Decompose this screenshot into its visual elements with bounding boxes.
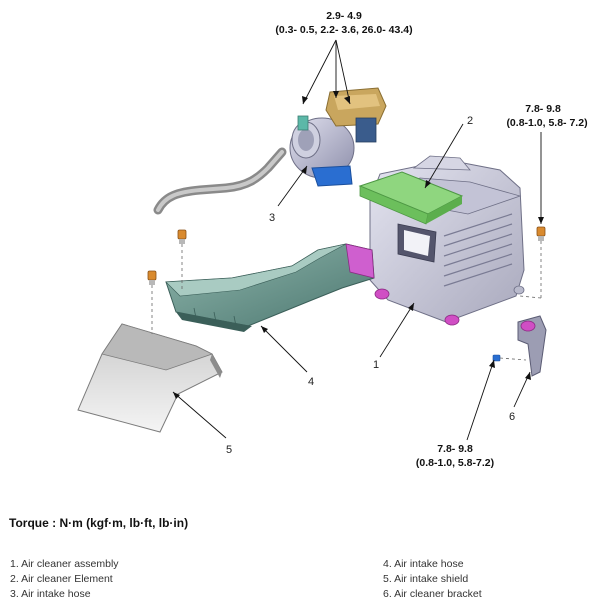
air-intake-shield (77, 323, 223, 433)
bolt-icon (177, 229, 187, 244)
throttle-body (289, 87, 387, 187)
legend-item: 1. Air cleaner assembly (10, 558, 119, 570)
callout-3: 3 (269, 212, 275, 224)
callout-6: 6 (509, 411, 515, 423)
parts-legend-left: 1. Air cleaner assembly 2. Air cleaner E… (10, 557, 119, 602)
callout-2: 2 (467, 115, 473, 127)
torque-label-cleaner-value: 7.8- 9.8 (525, 103, 561, 115)
air-cleaner-bracket (517, 315, 547, 377)
parts-legend-right: 4. Air intake hose 5. Air intake shield … (383, 557, 482, 602)
bolt-icon (536, 226, 546, 241)
alignment-lines (151, 241, 542, 361)
torque-label-cleaner-units: (0.8-1.0, 5.8- 7.2) (506, 117, 587, 129)
legend-item: 4. Air intake hose (383, 558, 464, 570)
callout-4: 4 (308, 376, 314, 388)
exploded-parts-diagram: 2.9- 4.9 (0.3- 0.5, 2.2- 3.6, 26.0- 43.4… (77, 10, 588, 469)
air-intake-hose-3 (153, 147, 287, 215)
leader-lines (172, 39, 542, 441)
legend-item: 5. Air intake shield (383, 573, 469, 585)
torque-label-bracket-units: (0.8-1.0, 5.8-7.2) (416, 457, 494, 469)
air-cleaner-element (358, 171, 464, 225)
torque-label-throttle-units: (0.3- 0.5, 2.2- 3.6, 26.0- 43.4) (275, 24, 412, 36)
legend-item: 3. Air intake hose (10, 588, 91, 600)
torque-units-heading: Torque : N·m (kgf·m, lb·ft, lb·in) (9, 516, 189, 530)
torque-label-throttle-value: 2.9- 4.9 (326, 10, 362, 22)
air-intake-hose-4 (165, 243, 375, 332)
leader-arrowheads (173, 91, 544, 399)
bolt-icon (147, 270, 157, 285)
legend-item: 2. Air cleaner Element (10, 573, 113, 585)
callout-5: 5 (226, 444, 232, 456)
legend-item: 6. Air cleaner bracket (383, 588, 482, 600)
callout-1: 1 (373, 359, 379, 371)
torque-label-bracket-value: 7.8- 9.8 (437, 443, 473, 455)
